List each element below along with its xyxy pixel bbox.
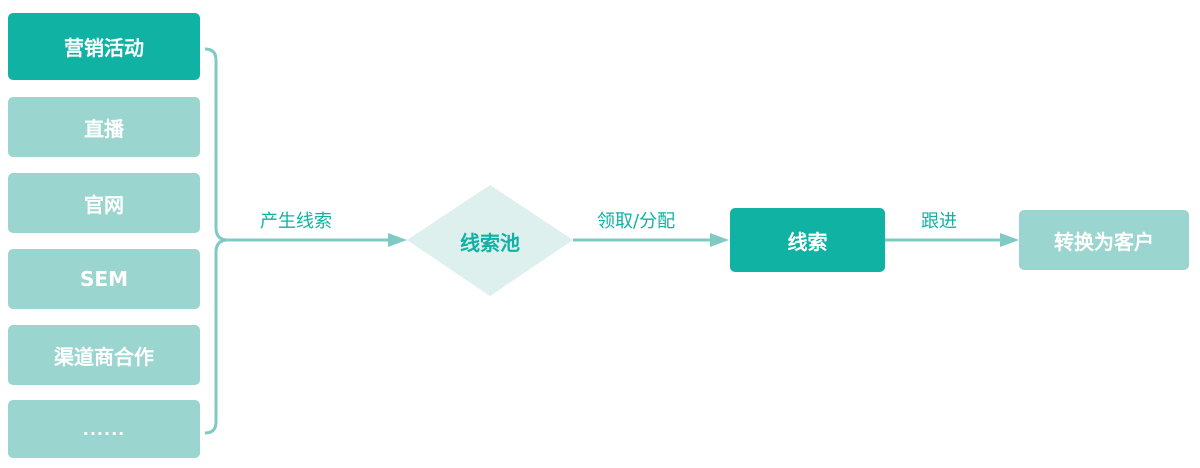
lead-pool-diamond[interactable] xyxy=(407,185,573,296)
source-more[interactable]: ...... xyxy=(8,400,200,458)
arrow-icon xyxy=(710,233,729,247)
arrow-icon xyxy=(1000,233,1019,247)
source-sem[interactable]: SEM xyxy=(8,249,200,309)
sources-bracket xyxy=(204,47,229,435)
source-live-stream[interactable]: 直播 xyxy=(8,97,200,157)
customer-node[interactable]: 转换为客户 xyxy=(1019,210,1189,270)
lead-pool-label: 线索池 xyxy=(460,230,520,255)
source-label: 营销活动 xyxy=(64,36,144,60)
lead-label: 线索 xyxy=(787,229,828,254)
edge-label-follow: 跟进 xyxy=(921,211,957,232)
source-label: SEM xyxy=(80,267,128,291)
source-marketing-campaign[interactable]: 营销活动 xyxy=(8,13,200,80)
source-website[interactable]: 官网 xyxy=(8,173,200,233)
source-channel-partner[interactable]: 渠道商合作 xyxy=(8,325,200,385)
source-label: ...... xyxy=(82,419,126,439)
source-label: 官网 xyxy=(84,192,124,217)
source-label: 渠道商合作 xyxy=(54,344,154,369)
customer-label: 转换为客户 xyxy=(1054,229,1154,254)
edge-label-claim: 领取/分配 xyxy=(597,211,676,232)
source-label: 直播 xyxy=(84,116,124,141)
edge-label-generate: 产生线索 xyxy=(260,211,332,232)
lead-node[interactable]: 线索 xyxy=(730,208,885,272)
arrow-icon xyxy=(388,233,407,247)
